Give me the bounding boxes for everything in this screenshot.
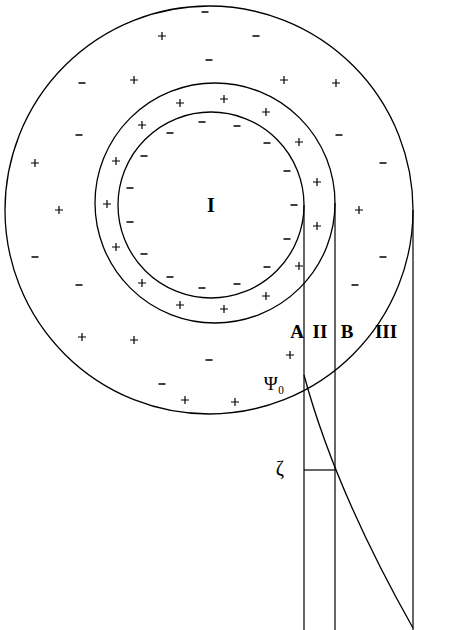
- negative-charges: [32, 12, 387, 384]
- boundary-line-b: [334, 203, 335, 630]
- region-number: I: [207, 195, 215, 215]
- outer-circle: [5, 6, 413, 414]
- inner-circle: I: [118, 112, 304, 298]
- region-number: II: [313, 322, 328, 341]
- region-number: III: [375, 322, 397, 341]
- boundary-line-outer: [412, 210, 413, 630]
- zeta-level-line: [304, 469, 336, 470]
- boundary-line-a: [303, 205, 304, 630]
- middle-circle: [95, 83, 335, 323]
- positive-charges: [31, 32, 363, 406]
- potential-curve: [304, 375, 413, 628]
- zeta-potential: ζ: [276, 458, 284, 478]
- surface-potential: Ψ₀: [264, 374, 285, 393]
- layer-letter: A: [290, 322, 304, 341]
- layer-letter: B: [341, 322, 354, 341]
